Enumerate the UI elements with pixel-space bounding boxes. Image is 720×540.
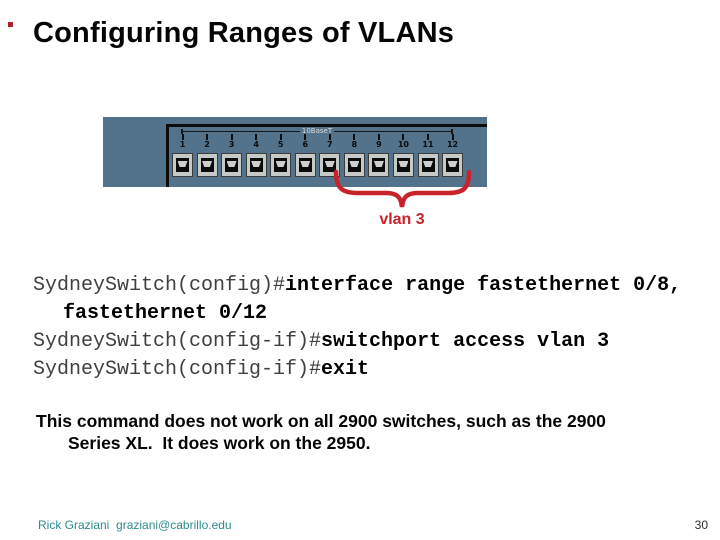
- code-line: SydneySwitch(config)#interface range fas…: [33, 272, 681, 300]
- switch-port-column: 11: [417, 134, 439, 177]
- port-number-label: 3: [228, 140, 235, 149]
- code-line: fastethernet 0/12: [33, 300, 681, 328]
- rj45-port-icon: [294, 153, 316, 177]
- cli-prompt: SydneySwitch(config)#: [33, 274, 286, 297]
- port-tick: [279, 134, 282, 140]
- port-tick: [304, 134, 307, 140]
- port-tick: [255, 134, 258, 140]
- page-number: 30: [694, 518, 708, 532]
- port-tick: [402, 134, 405, 140]
- rj45-port-icon: [196, 153, 218, 177]
- switch-port-column: 1: [172, 134, 193, 177]
- slide-title: Configuring Ranges of VLANs: [33, 17, 455, 49]
- port-tick: [230, 134, 233, 140]
- code-block: SydneySwitch(config)#interface range fas…: [33, 272, 681, 384]
- port-number-label: 9: [376, 140, 382, 149]
- switch-port-column: 6: [294, 134, 316, 177]
- brace-path: [333, 169, 472, 208]
- code-line: SydneySwitch(config-if)#switchport acces…: [33, 328, 681, 356]
- note-line: This command does not work on all 2900 s…: [36, 411, 606, 431]
- rj45-port-icon: [368, 153, 390, 177]
- switch-port-column: 4: [245, 134, 267, 177]
- faceplate-top-line: [166, 124, 487, 127]
- cli-command: exit: [321, 358, 370, 381]
- port-group-bracket: 10BaseT: [181, 126, 454, 135]
- rj45-port-icon: [319, 153, 341, 177]
- port-tick: [181, 134, 184, 140]
- cli-command: interface range fastethernet 0/8,: [285, 274, 682, 297]
- port-number-label: 11: [422, 140, 434, 149]
- cli-prompt: SydneySwitch(config-if)#: [33, 330, 322, 353]
- rj45-port-icon: [270, 153, 292, 177]
- note-line: Series XL. It does work on the 2950.: [68, 432, 371, 453]
- port-number-label: 1: [179, 140, 186, 149]
- rj45-port-icon: [221, 153, 243, 177]
- switch-port-column: 10: [392, 134, 414, 177]
- port-number-label: 12: [446, 140, 459, 149]
- port-number-label: 10: [397, 140, 409, 149]
- port-tick: [328, 134, 331, 140]
- note-paragraph: This command does not work on all 2900 s…: [36, 411, 706, 454]
- faceplate-left-edge-line: [166, 124, 169, 187]
- port-number-label: 6: [302, 140, 309, 149]
- rj45-port-icon: [343, 153, 365, 177]
- cli-command: switchport access vlan 3: [321, 330, 610, 353]
- port-number-label: 7: [327, 140, 333, 149]
- vlan-annotation-label: vlan 3: [379, 211, 425, 228]
- rj45-port-icon: [442, 153, 464, 177]
- port-group-label: 10BaseT: [301, 126, 333, 135]
- port-number-label: 4: [253, 140, 259, 149]
- port-number-label: 2: [204, 140, 210, 149]
- port-tick: [206, 134, 209, 140]
- port-tick: [427, 134, 429, 140]
- switch-port-column: 8: [343, 134, 365, 177]
- bracket-line: [334, 130, 454, 132]
- port-tick: [451, 134, 454, 140]
- port-tick: [353, 134, 356, 140]
- switch-port-column: 2: [196, 134, 218, 177]
- switch-port-column: 3: [221, 134, 243, 177]
- switch-port-column: 5: [270, 134, 292, 177]
- switch-port-column: 12: [442, 134, 464, 177]
- cli-command: fastethernet 0/12: [63, 302, 268, 325]
- switch-port-column: 7: [319, 134, 341, 177]
- port-number-label: 8: [351, 140, 358, 149]
- rj45-port-icon: [417, 153, 439, 177]
- port-tick: [377, 134, 380, 140]
- code-line: SydneySwitch(config-if)#exit: [33, 356, 681, 384]
- switch-port-column: 9: [368, 134, 390, 177]
- footer-author: Rick Graziani graziani@cabrillo.edu: [38, 518, 232, 532]
- bracket-tick-right: [451, 129, 453, 134]
- vlan-range-brace-icon: [333, 169, 472, 208]
- rj45-port-icon: [172, 153, 193, 177]
- rj45-port-icon: [392, 153, 414, 177]
- bracket-line: [181, 130, 300, 132]
- rj45-port-icon: [245, 153, 267, 177]
- port-number-label: 5: [277, 140, 284, 149]
- slide-bullet-marker: [8, 22, 13, 27]
- bracket-tick-left: [181, 129, 183, 134]
- cli-prompt: SydneySwitch(config-if)#: [33, 358, 322, 381]
